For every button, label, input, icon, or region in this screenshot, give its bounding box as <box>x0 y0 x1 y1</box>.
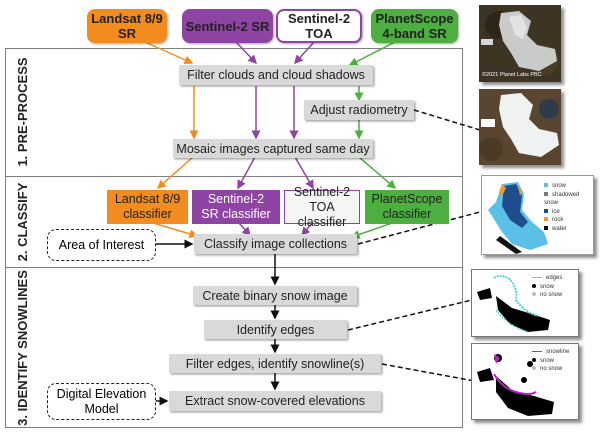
diagram-shape <box>496 296 550 332</box>
image-credit: ©2021 Planet Labs PBC <box>482 72 542 78</box>
step-adjust-radiometry: Adjust radiometry <box>304 100 414 120</box>
thumbnail-edges: edges snow no snow <box>471 269 579 337</box>
thumbnail-adjusted-planetscope <box>479 89 561 165</box>
glacier-image-raw <box>479 5 561 82</box>
arrow-mosaic-s2toa-classifier <box>294 156 314 190</box>
diagram-shape <box>499 93 559 157</box>
legend-item-snowline: snowline <box>532 348 569 357</box>
diagram-shape <box>495 309 529 333</box>
step-filter-clouds: Filter clouds and cloud shadows <box>179 65 373 85</box>
arrow-s2toa-filter <box>293 41 315 65</box>
snowline-map <box>477 354 554 416</box>
step-identify-edges: Identify edges <box>204 320 347 339</box>
diagram-shape <box>509 15 527 39</box>
leader-edges-thumbnail <box>347 297 481 331</box>
diagram-shape <box>477 288 492 300</box>
step-mosaic-images: Mosaic images captured same day <box>173 139 373 158</box>
diagram-shape <box>527 361 533 367</box>
diagram-shape <box>499 184 506 196</box>
edges-legend: edges snow no snow <box>532 274 562 300</box>
legend-item-snow: snow <box>532 283 562 292</box>
arrow-planet-filter <box>348 41 396 66</box>
step-extract-elevations: Extract snow-covered elevations <box>169 391 381 411</box>
diagram-shape <box>496 376 554 416</box>
leader-filter-thumbnail <box>381 363 481 383</box>
arrow-s2toa-classifier-collections <box>301 221 314 237</box>
arrow-s2sr-classifier-collections <box>237 221 252 237</box>
diagram-shape <box>539 99 559 119</box>
legend-item-rock: rock <box>544 216 593 225</box>
thumbnail-raw-planetscope: ©2021 Planet Labs PBC <box>479 5 561 82</box>
diagram-shape <box>493 373 537 395</box>
diagram-shape <box>496 236 522 254</box>
edges-map <box>477 275 550 333</box>
arrow-landsat-classifier-collections <box>149 221 199 239</box>
diagram-shape <box>521 377 527 383</box>
legend-item-snow: snow <box>544 182 593 191</box>
thumbnail-snowline: snowline snow no snow <box>471 343 579 420</box>
arrow-mosaic-s2sr-classifier <box>237 156 256 190</box>
leader-collections-thumbnail <box>357 211 481 245</box>
arrow-mosaic-landsat-classifier <box>156 156 194 189</box>
source-sentinel2-sr: Sentinel-2 SR <box>182 9 273 43</box>
legend-item-water: water <box>544 225 593 234</box>
glacier-image-adjusted <box>479 89 561 165</box>
diagram-shape <box>481 119 495 127</box>
diagram-shape <box>494 354 500 364</box>
step-classify-collections: Classify image collections <box>194 234 357 254</box>
diagram-shape <box>502 184 528 228</box>
arrow-s2sr-filter <box>235 41 258 65</box>
legend-item-snow: snow <box>532 357 569 366</box>
arrow-landsat-filter <box>144 41 194 65</box>
legend-item-no-snow: no snow <box>532 291 562 300</box>
legend-item-no-snow: no snow <box>532 365 569 374</box>
arrow-mosaic-planet-classifier <box>358 156 397 189</box>
section-identify-snowlines <box>5 267 463 428</box>
arrow-planet-classifier-collections <box>350 221 396 239</box>
classified-legend: snow shadowed snow ice rock water <box>544 182 593 233</box>
legend-item-edges: edges <box>532 274 562 283</box>
step-binary-snow-image: Create binary snow image <box>193 286 357 305</box>
legend-item-shadowed-snow: shadowed snow <box>544 191 580 206</box>
diagram-shape <box>518 186 522 196</box>
diagram-shape <box>479 137 503 161</box>
classified-glacier-map <box>488 182 548 254</box>
snowline-legend: snowline snow no snow <box>532 348 569 374</box>
step-filter-edges: Filter edges, identify snowline(s) <box>169 354 381 373</box>
input-area-of-interest: Area of Interest <box>47 229 156 261</box>
diagram-shape <box>481 39 493 45</box>
diagram-shape <box>493 275 539 317</box>
leader-adjust-thumbnail <box>413 109 481 131</box>
diagram-shape <box>477 368 494 382</box>
thumbnail-classified: snow shadowed snow ice rock water <box>481 175 594 255</box>
legend-item-ice: ice <box>544 208 593 217</box>
